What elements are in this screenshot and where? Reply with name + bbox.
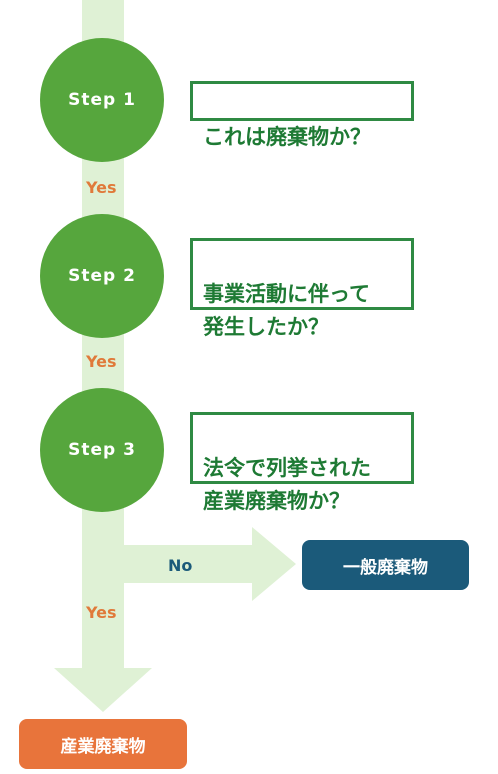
step-1-label: Step 1 — [68, 90, 136, 110]
industrial-waste-box: 産業廃棄物 — [19, 719, 187, 769]
step-2-circle: Step 2 — [40, 214, 164, 338]
main-down-arrow — [54, 0, 152, 712]
step-3-question-box: 法令で列挙された 産業廃棄物か？ — [190, 412, 414, 513]
step-2-label: Step 2 — [68, 266, 136, 286]
yes-label-2: Yes — [86, 352, 117, 371]
step-1-circle: Step 1 — [40, 38, 164, 162]
step-3-circle: Step 3 — [40, 388, 164, 512]
no-branch-arrow — [124, 527, 296, 601]
general-waste-label: 一般廃棄物 — [343, 557, 428, 578]
step-3-question: 法令で列挙された 産業廃棄物か？ — [203, 456, 371, 513]
step-3-label: Step 3 — [68, 440, 136, 460]
step-1-question-box: これは廃棄物か？ — [190, 81, 414, 149]
no-label: No — [168, 556, 193, 575]
step-2-question-box: 事業活動に伴って 発生したか？ — [190, 238, 414, 339]
yes-label-1: Yes — [86, 178, 117, 197]
step-1-question: これは廃棄物か？ — [203, 125, 371, 149]
yes-label-3: Yes — [86, 603, 117, 622]
step-2-question: 事業活動に伴って 発生したか？ — [203, 282, 370, 339]
industrial-waste-label: 産業廃棄物 — [60, 736, 146, 757]
general-waste-box: 一般廃棄物 — [302, 540, 469, 590]
